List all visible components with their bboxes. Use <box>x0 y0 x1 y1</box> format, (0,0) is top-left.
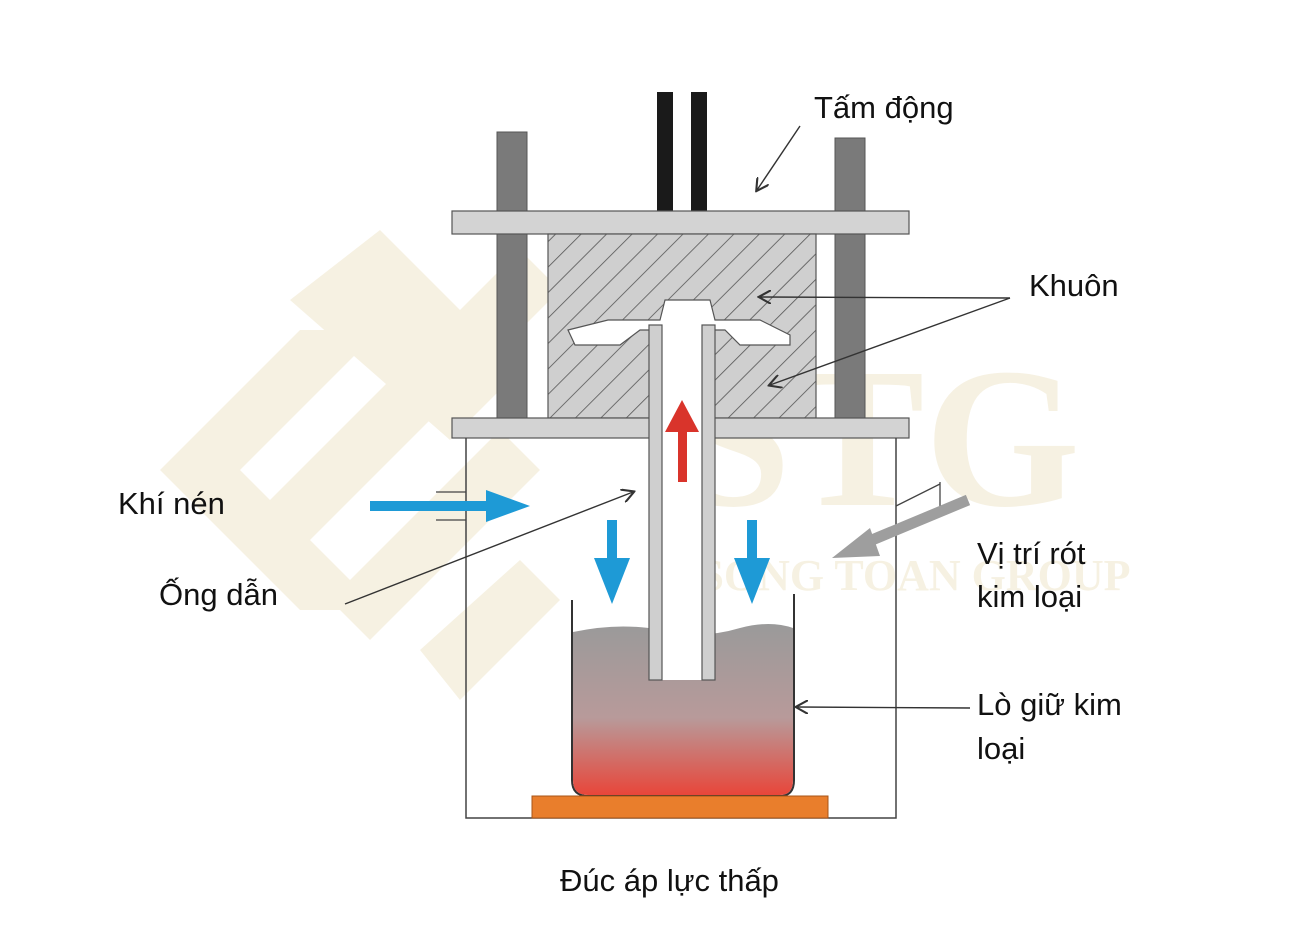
label-pour-position-line1: Vị trí rót <box>977 536 1086 571</box>
compressed-air-arrow <box>370 490 530 522</box>
leader-moving-plate <box>757 125 801 190</box>
moving-plate <box>451 210 910 235</box>
heater-plate <box>531 795 829 819</box>
label-holding-furnace-line1: Lò giữ kim <box>977 687 1122 722</box>
pressure-arrow-left <box>594 520 630 604</box>
label-compressed-air: Khí nén <box>118 486 225 521</box>
pour-arrow <box>832 494 971 558</box>
leader-furnace <box>797 707 971 708</box>
label-conduit: Ống dẫn <box>159 577 278 612</box>
metal-flow-arrow <box>665 400 699 482</box>
leader-mold-2 <box>770 297 1011 385</box>
leader-conduit <box>344 492 633 605</box>
guide-column-left <box>496 131 528 421</box>
watermark-subtext: SONG TOAN GROUP <box>699 551 1130 600</box>
label-mold: Khuôn <box>1029 268 1119 303</box>
label-pour-position-line2: kim loại <box>977 579 1083 614</box>
diagram-title: Đúc áp lực thấp <box>560 863 779 898</box>
mold-cavity <box>567 299 791 346</box>
label-holding-furnace-line2: loại <box>977 731 1026 766</box>
label-moving-plate: Tấm động <box>814 90 954 125</box>
pressure-arrow-right <box>734 520 770 604</box>
leader-mold-1 <box>760 297 1011 298</box>
molten-metal <box>573 624 793 795</box>
guide-column-right <box>834 137 866 421</box>
